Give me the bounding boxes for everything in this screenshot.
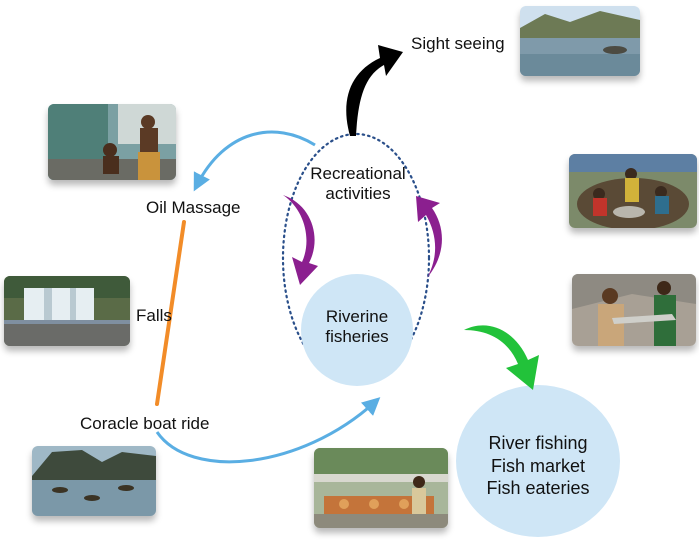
green-arrow <box>464 325 539 390</box>
oil-massage-label: Oil Massage <box>146 198 241 217</box>
coracle-boat-ride-label: Coracle boat ride <box>80 414 210 433</box>
fish-market-text: Fish market <box>490 455 586 476</box>
riverine-fisheries-label: Riverine fisheries <box>300 307 414 348</box>
blue-arrow-to-oil-massage <box>193 130 316 192</box>
black-arrow-to-sight-seeing <box>346 45 403 136</box>
recreational-line1: Recreational <box>310 164 406 183</box>
outputs-circle <box>456 385 620 537</box>
falls-photo <box>4 276 130 346</box>
fish-eateries-text: Fish eateries <box>486 478 590 498</box>
recreational-line2: activities <box>325 184 391 204</box>
recreation-dotted-ellipse <box>281 132 431 384</box>
sight-seeing-photo <box>520 6 640 76</box>
orange-connector-line <box>155 220 186 406</box>
riverine-line2: fisheries <box>325 327 389 347</box>
sight-seeing-label: Sight seeing <box>411 34 505 53</box>
oil-massage-photo <box>48 104 176 180</box>
falls-label: Falls <box>136 306 172 325</box>
coracle-boat-ride-photo <box>32 446 156 516</box>
riverine-line1: Riverine <box>325 307 389 326</box>
purple-arrow-up <box>416 196 442 278</box>
fishermen-catch-photo <box>572 274 696 346</box>
purple-arrow-down <box>283 195 318 285</box>
riverine-circle <box>301 274 413 386</box>
recreational-activities-label: Recreational activities <box>296 164 420 205</box>
fish-market-photo <box>314 448 448 528</box>
outputs-label: River fishing Fish market Fish eateries <box>470 432 606 500</box>
blue-arrow-to-ellipse <box>155 397 381 464</box>
river-fishing-text: River fishing <box>488 433 588 453</box>
fishermen-coracle-photo <box>569 154 697 228</box>
